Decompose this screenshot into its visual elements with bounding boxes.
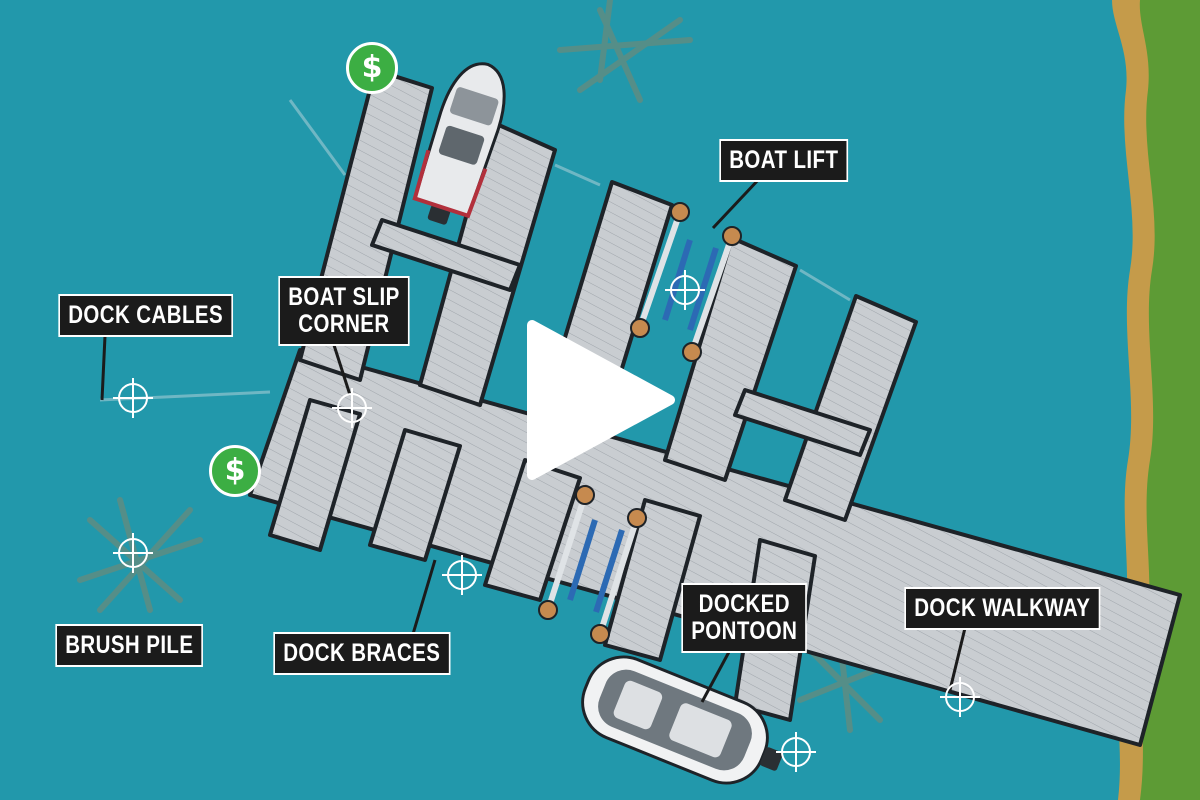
- label-docked-pontoon-line2: PONTOON: [691, 617, 798, 645]
- label-brush-pile-text: BRUSH PILE: [65, 631, 194, 659]
- brush-pile-top: [557, 0, 693, 103]
- crosshair-icon-5: [442, 555, 482, 595]
- label-dock-cables-text: DOCK CABLES: [68, 301, 224, 329]
- label-dock-cables: DOCK CABLES: [60, 296, 232, 335]
- dock-finger-9: [603, 498, 702, 662]
- label-boat-slip-corner-line1: BOAT SLIP: [288, 283, 400, 311]
- dock-finger-8: [483, 458, 582, 602]
- dock-connector-1: [370, 218, 522, 292]
- dock: [248, 68, 1182, 747]
- dock-finger-4: [663, 236, 798, 482]
- dock-walkway: [248, 348, 1182, 747]
- dollar-icon-left[interactable]: $: [209, 445, 261, 497]
- label-dock-walkway-text: DOCK WALKWAY: [914, 594, 1091, 622]
- crosshair-icon-7: [776, 732, 816, 772]
- pontoon-boat: [581, 655, 783, 785]
- label-boat-lift-text: BOAT LIFT: [729, 146, 839, 174]
- crosshair-icon-2: [332, 388, 372, 428]
- label-docked-pontoon: DOCKED PONTOON: [683, 585, 806, 651]
- bass-boat: [412, 62, 506, 225]
- crosshair-icon-4: [113, 533, 153, 573]
- label-dock-braces: DOCK BRACES: [275, 634, 449, 673]
- label-brush-pile: BRUSH PILE: [57, 626, 202, 665]
- label-boat-slip-corner-line2: CORNER: [298, 310, 390, 338]
- dock-finger-7: [368, 428, 462, 562]
- play-icon[interactable]: [520, 320, 680, 480]
- label-docked-pontoon-line1: DOCKED: [698, 590, 790, 618]
- dollar-icon-top[interactable]: $: [346, 42, 398, 94]
- dock-finger-6: [268, 398, 362, 552]
- boat-lift-lower: [538, 485, 647, 644]
- label-boat-lift: BOAT LIFT: [721, 141, 847, 180]
- label-dock-braces-text: DOCK BRACES: [283, 639, 441, 667]
- crosshair-icon-6: [940, 677, 980, 717]
- label-dock-walkway: DOCK WALKWAY: [906, 589, 1099, 628]
- crosshair-targets: [113, 270, 980, 772]
- callout-pointers: [100, 176, 967, 703]
- boat-lift-upper: [630, 202, 742, 362]
- dock-connector-2: [733, 388, 872, 457]
- crosshair-icon-1: [665, 270, 705, 310]
- crosshair-icon-3: [113, 378, 153, 418]
- label-boat-slip-corner: BOAT SLIP CORNER: [280, 278, 408, 344]
